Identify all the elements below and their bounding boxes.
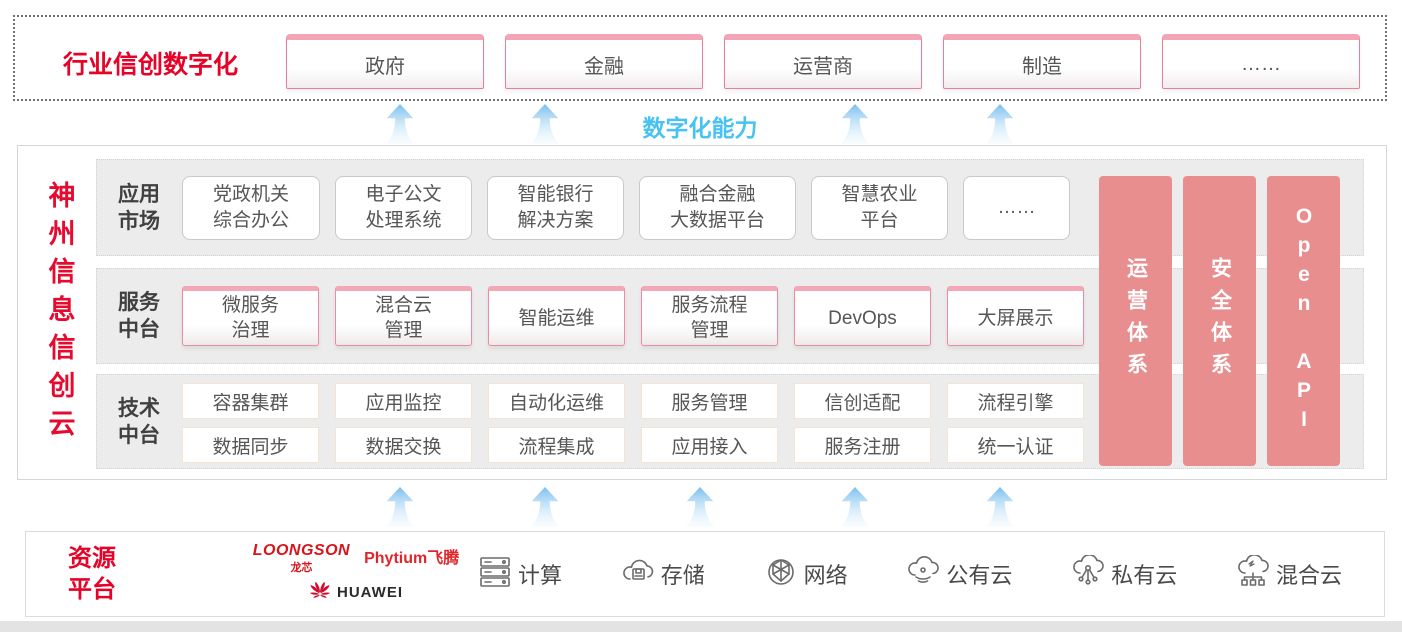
app-market-box: 电子公文 处理系统 xyxy=(335,175,472,240)
tech-row: 容器集群应用监控自动化运维服务管理信创适配流程引擎 xyxy=(182,383,1084,419)
resource-platform-label: 资源平台 xyxy=(68,545,116,603)
resource-item: 存储 xyxy=(621,555,705,594)
side-bar: 运营体系 xyxy=(1099,176,1172,466)
huawei-flower-icon xyxy=(309,581,331,598)
service-box: 混合云 管理 xyxy=(335,286,472,346)
resource-item-label: 私有云 xyxy=(1111,563,1178,588)
up-arrow-icon xyxy=(840,104,870,144)
resource-item: 网络 xyxy=(764,555,848,594)
up-arrow-icon xyxy=(985,487,1015,527)
sector-box: …… xyxy=(1162,34,1360,89)
service-box: 智能运维 xyxy=(488,286,625,346)
capability-label: 数字化能力 xyxy=(642,115,758,141)
storage-cloud-icon xyxy=(621,555,655,594)
tech-middle-items: 容器集群应用监控自动化运维服务管理信创适配流程引擎数据同步数据交换流程集成应用接… xyxy=(182,383,1084,463)
app-market-box: 融合金融 大数据平台 xyxy=(639,175,796,240)
tech-box: 应用接入 xyxy=(641,427,778,463)
service-box: 服务流程 管理 xyxy=(641,286,778,346)
tech-middle-label: 技术中台 xyxy=(118,396,160,447)
app-market-box: 智能银行 解决方案 xyxy=(487,175,624,240)
resource-item-label: 网络 xyxy=(803,563,848,588)
service-box: 大屏展示 xyxy=(947,286,1084,346)
sector-row: 政府金融运营商制造 …… xyxy=(286,34,1360,89)
service-box: 微服务 治理 xyxy=(182,286,319,346)
up-arrow-icon xyxy=(385,487,415,527)
up-arrow-icon xyxy=(840,487,870,527)
service-middle-row: 服务中台 微服务 治理混合云 管理智能运维服务流程 管理 DevOps 大屏展示 xyxy=(96,268,1364,364)
tech-box: 信创适配 xyxy=(794,383,931,419)
tech-box: 流程集成 xyxy=(488,427,625,463)
resource-item: 私有云 xyxy=(1071,553,1178,594)
private-cloud-icon xyxy=(1071,553,1105,594)
sector-box: 政府 xyxy=(286,34,484,89)
side-bar: 安全体系 xyxy=(1183,176,1256,466)
tech-box: 容器集群 xyxy=(182,383,319,419)
hybrid-cloud-icon xyxy=(1236,553,1270,594)
up-arrow-icon xyxy=(985,104,1015,144)
resource-item: 计算 xyxy=(478,555,562,594)
side-bar: Open API xyxy=(1267,176,1340,466)
tech-box: 服务注册 xyxy=(794,427,931,463)
sector-box: 运营商 xyxy=(724,34,922,89)
app-market-label: 应用市场 xyxy=(118,182,160,233)
resource-item-label: 存储 xyxy=(660,563,705,588)
app-market-box: 智慧农业 平台 xyxy=(811,175,948,240)
sector-box: 制造 xyxy=(943,34,1141,89)
tech-row: 数据同步数据交换流程集成应用接入服务注册统一认证 xyxy=(182,427,1084,463)
resource-items: 计算 存储 网络 公有云 私有云 混合云 xyxy=(478,532,1342,616)
huawei-logo: HUAWEI xyxy=(309,581,403,603)
server-icon xyxy=(478,555,512,594)
app-market-box: 党政机关 综合办公 xyxy=(182,175,320,240)
loongson-logo-subtext: 龙芯 xyxy=(290,562,313,574)
huawei-logo-text: HUAWEI xyxy=(337,583,403,601)
service-middle-items: 微服务 治理混合云 管理智能运维服务流程 管理 DevOps 大屏展示 xyxy=(182,269,1084,363)
phytium-logo-text: Phytium飞腾 xyxy=(364,550,460,567)
industry-band: 行业信创数字化 政府金融运营商制造 …… xyxy=(13,15,1387,101)
network-globe-icon xyxy=(764,555,798,594)
resource-item-label: 混合云 xyxy=(1275,563,1342,588)
tech-box: 自动化运维 xyxy=(488,383,625,419)
tech-box: 流程引擎 xyxy=(947,383,1084,419)
vendor-logos: LOONGSON 龙芯 Phytium飞腾 xyxy=(221,542,491,603)
service-box: DevOps xyxy=(794,286,931,346)
service-middle-label: 服务中台 xyxy=(118,291,160,341)
app-market-row: 应用市场 党政机关 综合办公电子公文 处理系统智能银行 解决方案融合金融 大数据… xyxy=(96,159,1364,256)
industry-band-title: 行业信创数字化 xyxy=(63,51,239,79)
resource-item: 公有云 xyxy=(906,555,1012,594)
resource-item-label: 计算 xyxy=(518,563,563,588)
resource-item: 混合云 xyxy=(1236,553,1342,594)
sector-box: 金融 xyxy=(505,34,703,89)
up-arrow-icon xyxy=(385,104,415,144)
tech-box: 数据同步 xyxy=(182,427,319,463)
cloud-platform-title: 神州信息信创云 xyxy=(44,180,75,447)
tech-box: 应用监控 xyxy=(335,383,472,419)
up-arrow-icon xyxy=(530,487,560,527)
loongson-logo-text: LOONGSON xyxy=(252,542,351,559)
tech-middle-row: 技术中台 容器集群应用监控自动化运维服务管理信创适配流程引擎数据同步数据交换流程… xyxy=(96,374,1364,469)
app-market-items: 党政机关 综合办公电子公文 处理系统智能银行 解决方案融合金融 大数据平台智慧农… xyxy=(182,160,1070,255)
bottom-strip xyxy=(0,621,1402,632)
tech-box: 服务管理 xyxy=(641,383,778,419)
up-arrow-icon xyxy=(685,487,715,527)
loongson-logo: LOONGSON 龙芯 xyxy=(253,542,350,575)
resource-platform-panel: 资源平台 LOONGSON 龙芯 Phytium飞腾 xyxy=(25,531,1385,617)
tech-box: 数据交换 xyxy=(335,427,472,463)
public-cloud-icon xyxy=(906,555,940,594)
tech-box: 统一认证 xyxy=(947,427,1084,463)
resource-item-label: 公有云 xyxy=(946,563,1013,588)
cloud-platform-panel: 神州信息信创云 应用市场 党政机关 综合办公电子公文 处理系统智能银行 解决方案… xyxy=(17,145,1387,480)
up-arrow-icon xyxy=(530,104,560,144)
app-market-box: …… xyxy=(963,175,1070,240)
